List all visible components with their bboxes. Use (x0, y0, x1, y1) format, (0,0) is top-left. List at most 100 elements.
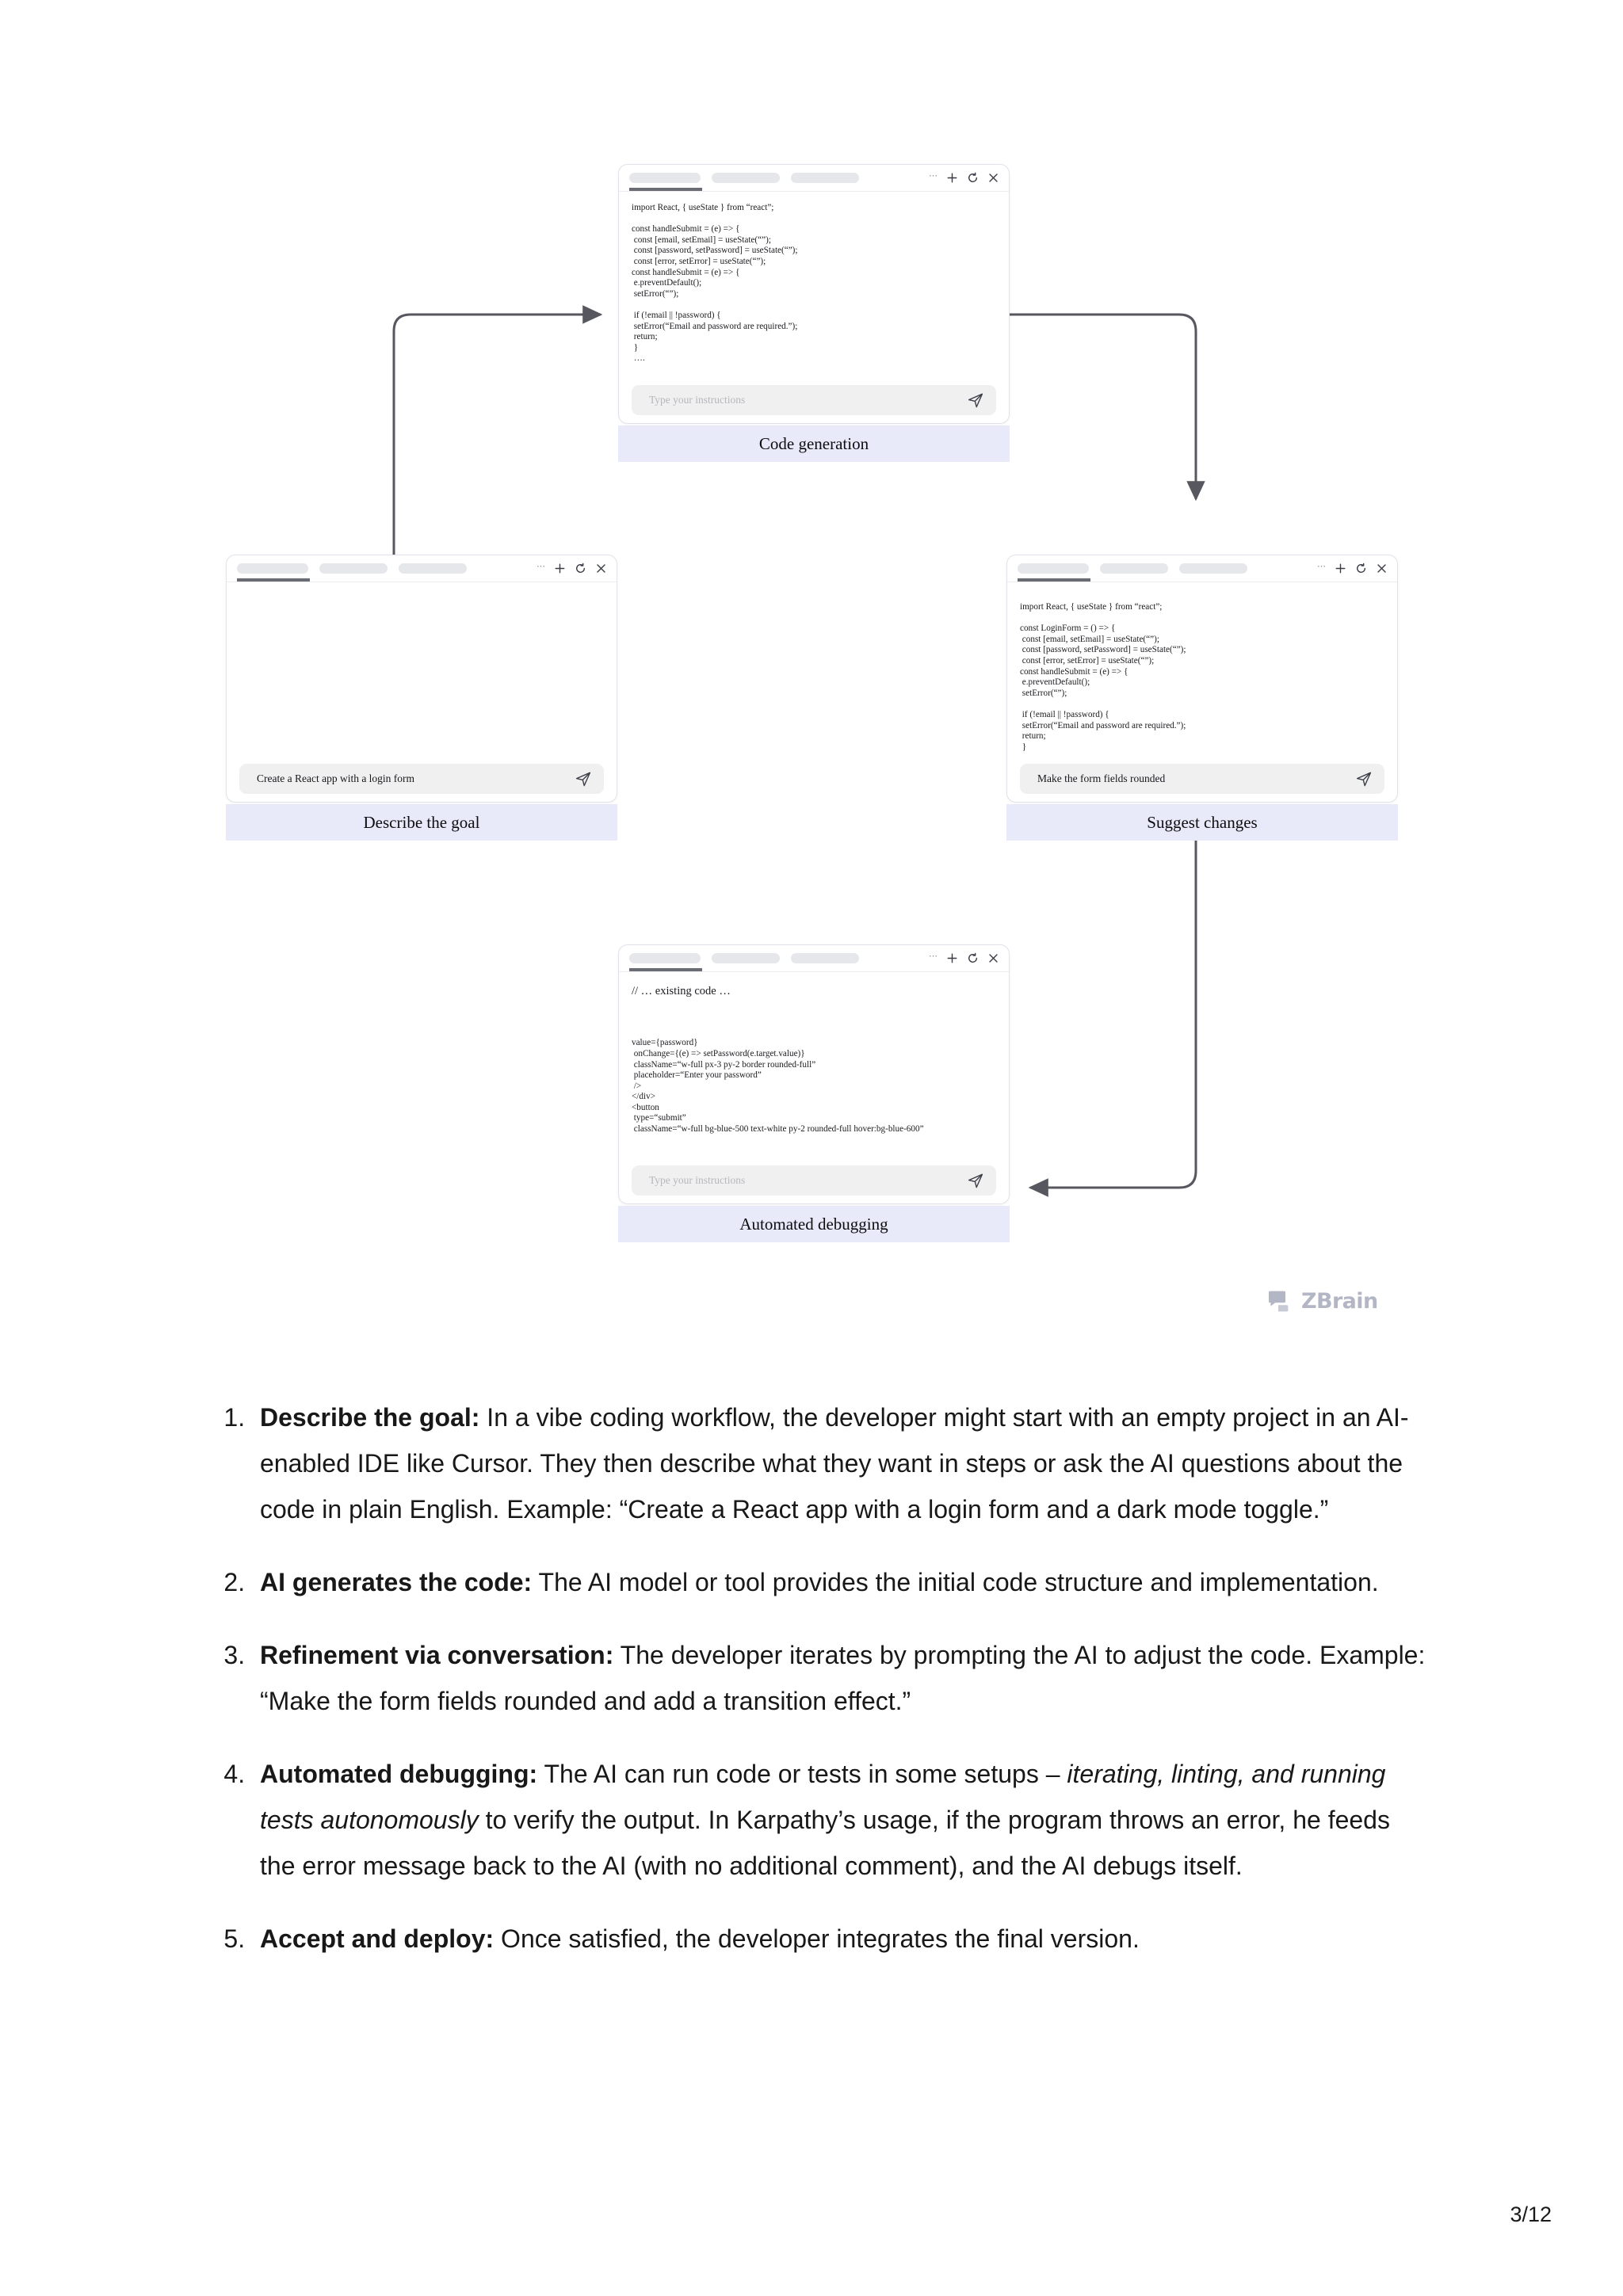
code-text: import React, { useState } from “react”;… (1020, 602, 1186, 752)
window-controls: ⋯ (929, 952, 999, 964)
plus-icon[interactable] (554, 563, 566, 574)
zbrain-wordmark: ZBrain (1301, 1289, 1378, 1314)
reload-icon[interactable] (967, 952, 979, 964)
step-lead: Automated debugging: (260, 1760, 538, 1788)
plus-icon[interactable] (946, 952, 958, 964)
code-text: value={password} onChange={(e) => setPas… (632, 1038, 924, 1135)
zbrain-chat-bubble-icon (1269, 1291, 1289, 1312)
plus-icon[interactable] (1335, 563, 1346, 574)
prompt-input-placeholder[interactable]: Type your instructions (649, 394, 746, 406)
window-titlebar: ⋯ (619, 165, 1009, 191)
list-item-step-3: Refinement via conversation: The develop… (252, 1632, 1428, 1724)
more-horizontal-icon[interactable]: ⋯ (929, 171, 938, 181)
list-item-step-5: Accept and deploy: Once satisfied, the d… (252, 1916, 1428, 1962)
send-icon[interactable] (1354, 769, 1373, 788)
close-icon[interactable] (1376, 563, 1388, 574)
tab-pill-3[interactable] (791, 953, 859, 963)
close-icon[interactable] (987, 172, 999, 184)
list-item-step-4: Automated debugging: The AI can run code… (252, 1751, 1428, 1889)
ide-window: ⋯ import React, { useState } from “react… (1006, 555, 1398, 803)
card-label: Code generation (618, 425, 1010, 462)
send-icon[interactable] (966, 1171, 985, 1190)
tab-pill-2[interactable] (712, 173, 780, 183)
code-text (239, 593, 604, 764)
code-comment-text: // … existing code … (632, 985, 731, 997)
step-body: Once satisfied, the developer integrates… (494, 1924, 1140, 1953)
step-body-post: to verify the output. In Karpathy’s usag… (260, 1806, 1390, 1880)
tab-pill-3[interactable] (399, 563, 467, 574)
reload-icon[interactable] (1355, 563, 1367, 574)
tab-pill-3[interactable] (791, 173, 859, 183)
window-titlebar: ⋯ (227, 555, 617, 582)
step-body-italic: iterating, linting, and running tests au… (260, 1760, 1386, 1834)
send-icon[interactable] (966, 391, 985, 410)
titlebar-divider (619, 971, 1009, 972)
ide-window: ⋯ Create a React app with a login form (226, 555, 617, 803)
prompt-input-placeholder[interactable]: Type your instructions (649, 1174, 746, 1186)
code-gap (632, 1029, 996, 1038)
card-automated-debugging: ⋯ // … existing code … value={password} … (618, 944, 1010, 1242)
tab-pill-1[interactable] (1018, 563, 1089, 574)
prompt-input-value[interactable]: Create a React app with a login form (257, 772, 415, 784)
reload-icon[interactable] (967, 172, 979, 184)
window-titlebar: ⋯ (619, 945, 1009, 971)
step-body: The AI model or tool provides the initia… (532, 1568, 1379, 1596)
list-item-step-1: Describe the goal: In a vibe coding work… (252, 1394, 1428, 1532)
card-label: Suggest changes (1006, 804, 1398, 841)
zbrain-logo: ZBrain (1268, 1289, 1378, 1314)
tab-pill-2[interactable] (319, 563, 388, 574)
active-tab-underline (237, 578, 310, 582)
plus-icon[interactable] (946, 172, 958, 184)
card-label: Describe the goal (226, 804, 617, 841)
step-body: The developer iterates by prompting the … (260, 1641, 1426, 1715)
article-body: Describe the goal: In a vibe coding work… (208, 1394, 1428, 1989)
prompt-input-row[interactable]: Type your instructions (632, 1165, 996, 1196)
active-tab-underline (629, 188, 702, 191)
card-suggest-changes: ⋯ import React, { useState } from “react… (1006, 555, 1398, 841)
steps-list: Describe the goal: In a vibe coding work… (208, 1394, 1428, 1962)
step-lead: Describe the goal: (260, 1403, 480, 1432)
prompt-input-row[interactable]: Make the form fields rounded (1020, 764, 1384, 794)
tab-pill-1[interactable] (629, 173, 701, 183)
more-horizontal-icon[interactable]: ⋯ (537, 562, 545, 571)
titlebar-divider (619, 191, 1009, 192)
editor-body: import React, { useState } from “react”;… (1007, 582, 1397, 802)
ide-window: ⋯ import React, { useState } from “react… (618, 164, 1010, 424)
list-item-step-2: AI generates the code: The AI model or t… (252, 1559, 1428, 1605)
prompt-input-row[interactable]: Create a React app with a login form (239, 764, 604, 794)
editor-body: import React, { useState } from “react”;… (619, 192, 1009, 423)
active-tab-underline (1018, 578, 1090, 582)
step-lead: AI generates the code: (260, 1568, 533, 1596)
window-controls: ⋯ (929, 172, 999, 184)
tab-pill-1[interactable] (629, 953, 701, 963)
tab-pill-1[interactable] (237, 563, 308, 574)
prompt-input-row[interactable]: Type your instructions (632, 385, 996, 415)
arrow-codegen-to-suggest (1008, 313, 1205, 502)
editor-body: Create a React app with a login form (227, 582, 617, 802)
workflow-diagram: ⋯ Create a React app with a login form D… (226, 164, 1398, 1242)
send-icon[interactable] (574, 769, 593, 788)
page-number: 3/12 (1510, 2203, 1552, 2226)
code-top-gap (1020, 593, 1384, 602)
window-controls: ⋯ (1317, 563, 1388, 574)
active-tab-underline (629, 968, 702, 971)
step-body-pre: The AI can run code or tests in some set… (537, 1760, 1067, 1788)
close-icon[interactable] (987, 952, 999, 964)
window-titlebar: ⋯ (1007, 555, 1397, 582)
tab-pill-3[interactable] (1179, 563, 1247, 574)
close-icon[interactable] (595, 563, 607, 574)
tab-pill-2[interactable] (712, 953, 780, 963)
reload-icon[interactable] (575, 563, 586, 574)
more-horizontal-icon[interactable]: ⋯ (929, 952, 938, 961)
code-text: import React, { useState } from “react”;… (632, 203, 798, 364)
step-lead: Accept and deploy: (260, 1924, 495, 1953)
step-lead: Refinement via conversation: (260, 1641, 614, 1669)
card-code-generation: ⋯ import React, { useState } from “react… (618, 164, 1010, 462)
ide-window: ⋯ // … existing code … value={password} … (618, 944, 1010, 1204)
card-describe-the-goal: ⋯ Create a React app with a login form D… (226, 555, 617, 841)
more-horizontal-icon[interactable]: ⋯ (1317, 562, 1326, 571)
step-body: In a vibe coding workflow, the developer… (260, 1403, 1409, 1524)
prompt-input-value[interactable]: Make the form fields rounded (1037, 772, 1166, 784)
tab-pill-2[interactable] (1100, 563, 1168, 574)
arrow-suggest-to-debug (1028, 837, 1197, 1197)
